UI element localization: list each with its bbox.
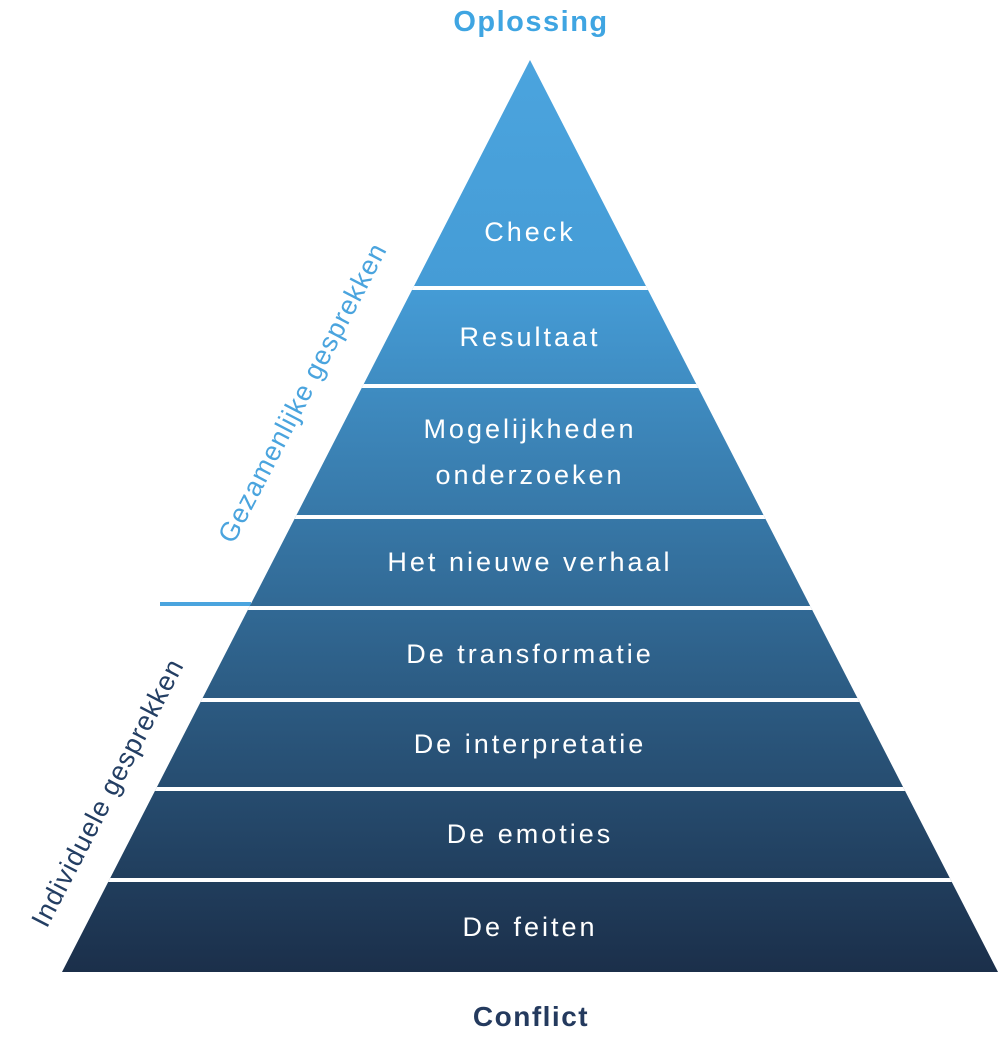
pyramid-level-mogelijkheden-onderzoeken: Mogelijkheden onderzoeken bbox=[62, 388, 998, 515]
level-label-line1: Mogelijkheden bbox=[423, 413, 637, 444]
level-label: De feiten bbox=[462, 911, 598, 942]
divider-line bbox=[62, 698, 998, 702]
level-label: Resultaat bbox=[459, 321, 601, 352]
divider-line bbox=[62, 286, 998, 290]
conflict-label: Conflict bbox=[472, 1001, 590, 1032]
level-label: De emoties bbox=[446, 819, 614, 849]
pyramid-level-de-transformatie: De transformatie bbox=[62, 610, 998, 698]
level-label: De interpretatie bbox=[413, 729, 647, 759]
level-label: Check bbox=[484, 217, 576, 247]
divider-line bbox=[62, 787, 998, 791]
divider-line bbox=[62, 384, 998, 388]
pyramid-level-de-interpretatie: De interpretatie bbox=[62, 702, 998, 787]
divider-line bbox=[62, 515, 998, 519]
level-label: Het nieuwe verhaal bbox=[387, 547, 673, 577]
level-label-line2: onderzoeken bbox=[435, 459, 625, 490]
pyramid-level-resultaat: Resultaat bbox=[62, 290, 998, 384]
level-label: De transformatie bbox=[406, 638, 654, 669]
blue-separator-line bbox=[160, 602, 251, 606]
divider-line bbox=[62, 606, 998, 610]
pyramid-level-check: Check bbox=[62, 60, 998, 286]
pyramid-level-het-nieuwe-verhaal: Het nieuwe verhaal bbox=[62, 519, 998, 606]
oplossing-label: Oplossing bbox=[453, 6, 609, 38]
pyramid-level-de-feiten: De feiten bbox=[62, 882, 998, 972]
divider-line bbox=[62, 878, 998, 882]
pyramid-level-de-emoties: De emoties bbox=[62, 791, 998, 878]
pyramid: Check Resultaat Mogelijkheden onderzoeke… bbox=[62, 60, 998, 972]
